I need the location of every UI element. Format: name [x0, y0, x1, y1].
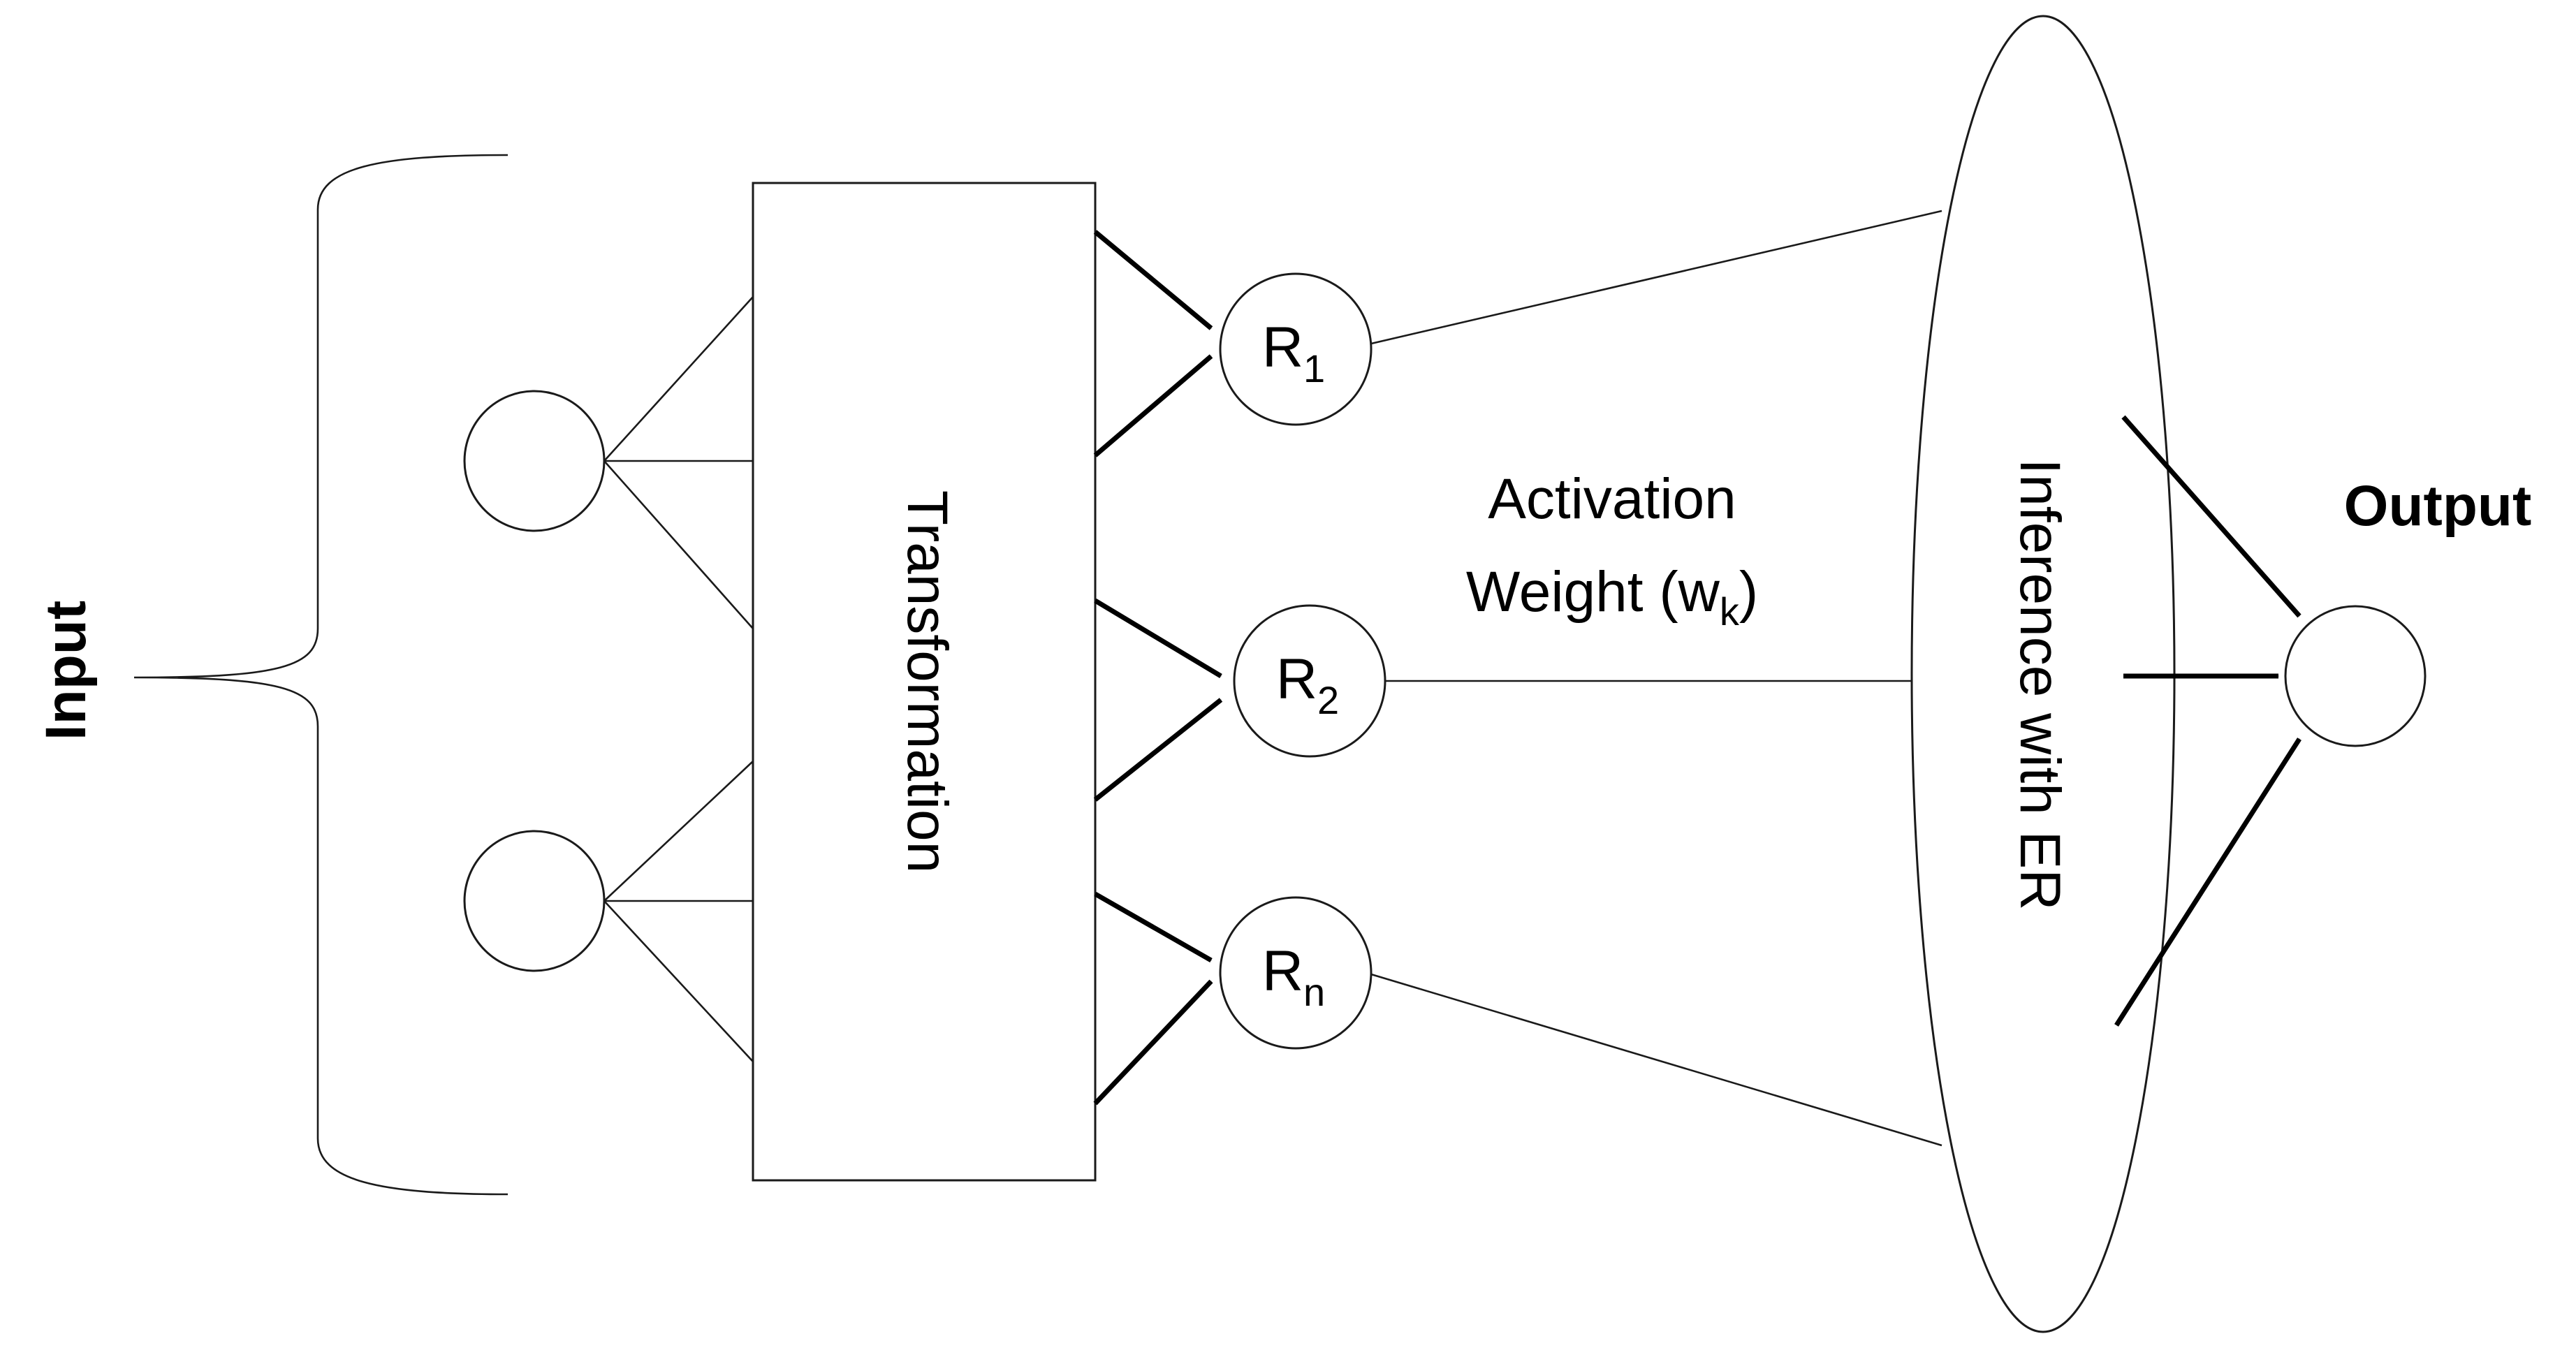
input-connections — [603, 296, 754, 1062]
rule-node-n — [1219, 896, 1373, 1050]
rule-label-1: R1 — [1262, 316, 1325, 390]
activation-weight-lines — [1370, 210, 1942, 1147]
rule-label-2: R2 — [1276, 647, 1339, 722]
output-label: Output — [2344, 474, 2532, 538]
output-node — [2284, 605, 2427, 747]
transformation-label: Transformation — [895, 490, 959, 873]
activation-weight-label-line2: Weight (wk) — [1466, 560, 1758, 633]
transformation-box — [752, 182, 1097, 1182]
activation-weight-label-line1: Activation — [1488, 467, 1736, 531]
rule-label-n: Rn — [1262, 939, 1325, 1014]
input-node-top — [463, 390, 606, 532]
rule-arrows — [1093, 230, 1223, 1106]
input-label: Input — [34, 601, 98, 740]
input-node-bottom — [463, 830, 606, 972]
inference-label: Inference with ER — [2008, 458, 2072, 910]
input-brace — [133, 154, 508, 1196]
rule-node-1 — [1219, 272, 1373, 426]
output-arrows — [2114, 415, 2301, 1027]
